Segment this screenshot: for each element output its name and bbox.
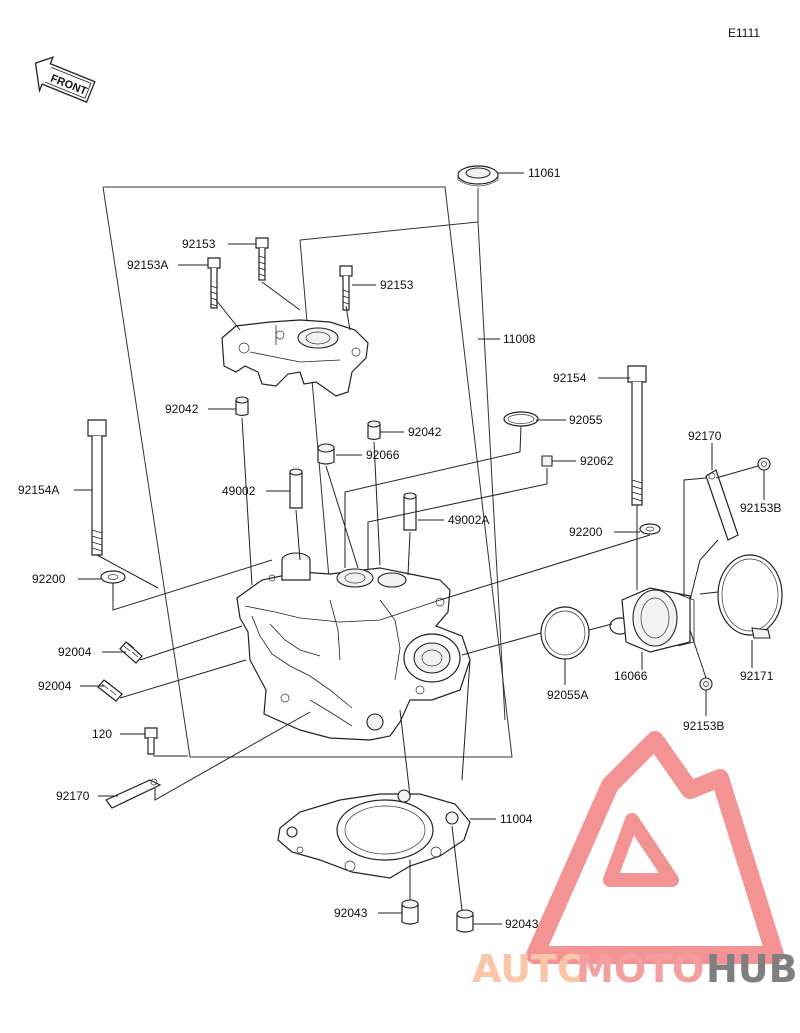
label-11004: 11004: [500, 812, 533, 826]
label-92042-right: 92042: [408, 425, 442, 439]
label-92062: 92062: [580, 454, 614, 468]
bolt-92153-top-part: [255, 237, 269, 281]
head-gasket-part: [277, 789, 471, 879]
fitting-92062-part: [541, 455, 553, 467]
diagram-code: E1111: [728, 26, 760, 40]
part-labels: 11061 92153 92153A 92153 11008 92154 920…: [18, 166, 781, 931]
valve-guide-49002A-part: [403, 492, 417, 531]
label-92043-left: 92043: [334, 906, 368, 920]
label-92066: 92066: [366, 448, 400, 462]
assembly-frame: [102, 186, 513, 758]
dowel-pin-92043-left-part: [401, 899, 419, 925]
clamp-92171-part: [717, 554, 783, 639]
bolt-92153B-top-part: [757, 457, 771, 471]
label-92055: 92055: [569, 413, 603, 427]
bracket-92170-top-part: [705, 469, 739, 541]
washer-92200-left-part: [100, 570, 126, 584]
watermark-triangle-icon: [526, 731, 784, 964]
front-arrow-icon: FRONT: [34, 56, 96, 103]
dowel-92042-left-part: [235, 396, 249, 417]
label-92171: 92171: [740, 669, 774, 683]
label-92170-bottom: 92170: [56, 789, 90, 803]
label-49002: 49002: [222, 484, 256, 498]
label-11061: 11061: [528, 166, 561, 180]
bracket-92170-bottom-part: [105, 778, 162, 809]
o-ring-92055A-part: [540, 606, 590, 660]
label-92154A: 92154A: [18, 483, 59, 497]
stud-92004-b-part: [97, 679, 123, 702]
bolt-92153B-bottom-part: [699, 677, 713, 691]
label-92004-a: 92004: [58, 645, 92, 659]
bolt-92154A-part: [87, 419, 107, 556]
o-ring-92055-part: [503, 411, 539, 427]
intake-pipe-16066-part: [609, 587, 695, 653]
label-92153A: 92153A: [127, 258, 168, 272]
bolt-92154-part: [627, 365, 647, 506]
bolt-120-part: [144, 727, 158, 755]
label-11008: 11008: [503, 332, 536, 346]
label-92042-left: 92042: [165, 402, 199, 416]
washer-92200-right-part: [639, 523, 661, 535]
label-92153-right: 92153: [380, 278, 414, 292]
valve-guide-49002-part: [289, 468, 303, 509]
label-49002A: 49002A: [448, 513, 489, 527]
camshaft-holder-part: [221, 319, 369, 397]
plug-92066-part: [317, 443, 335, 465]
bolt-92153-right-part: [339, 265, 353, 311]
cylinder-head-part: [236, 552, 471, 741]
label-120: 120: [92, 727, 112, 741]
oil-seal-11061-part: [457, 165, 499, 187]
label-92043-right: 92043: [505, 917, 539, 931]
label-92153-top: 92153: [182, 237, 216, 251]
label-92004-b: 92004: [38, 679, 72, 693]
watermark-auto: AUTO: [472, 947, 589, 991]
watermark-moto: MOTO: [576, 947, 704, 991]
leader-lines: [74, 172, 765, 925]
label-92153B-top: 92153B: [740, 501, 781, 515]
dowel-pin-92043-right-part: [456, 909, 474, 933]
stud-92004-a-part: [119, 641, 143, 664]
dowel-92042-right-part: [367, 420, 381, 441]
bolt-92153A-part: [207, 257, 221, 309]
label-92153B-bottom: 92153B: [683, 719, 724, 733]
watermark-logo: AUTO MOTO HUB: [472, 731, 798, 991]
label-92154: 92154: [553, 371, 587, 385]
label-92200-right: 92200: [569, 525, 603, 539]
label-92200-left: 92200: [32, 572, 66, 586]
label-92170-top: 92170: [688, 429, 722, 443]
watermark-hub: HUB: [706, 947, 798, 991]
label-16066: 16066: [614, 669, 648, 683]
label-92055A: 92055A: [547, 688, 588, 702]
